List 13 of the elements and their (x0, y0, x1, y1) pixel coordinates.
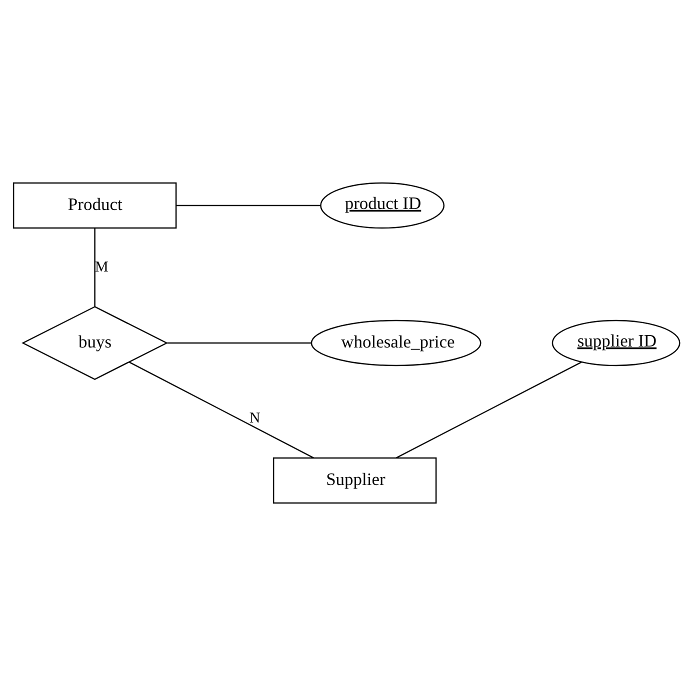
connector (167, 342, 312, 344)
edge-label: M (95, 259, 108, 276)
node-ellipse: supplier ID (552, 320, 680, 366)
node-diamond: buys (22, 306, 168, 380)
node-ellipse: wholesale_price (310, 320, 482, 366)
connector (176, 204, 320, 206)
connector (94, 228, 96, 306)
node-ellipse: product ID (320, 182, 445, 229)
node-box: Product (12, 182, 177, 229)
node-box: Supplier (272, 457, 437, 504)
edge-label: N (249, 410, 260, 426)
connector (396, 362, 582, 458)
connector (129, 362, 314, 458)
